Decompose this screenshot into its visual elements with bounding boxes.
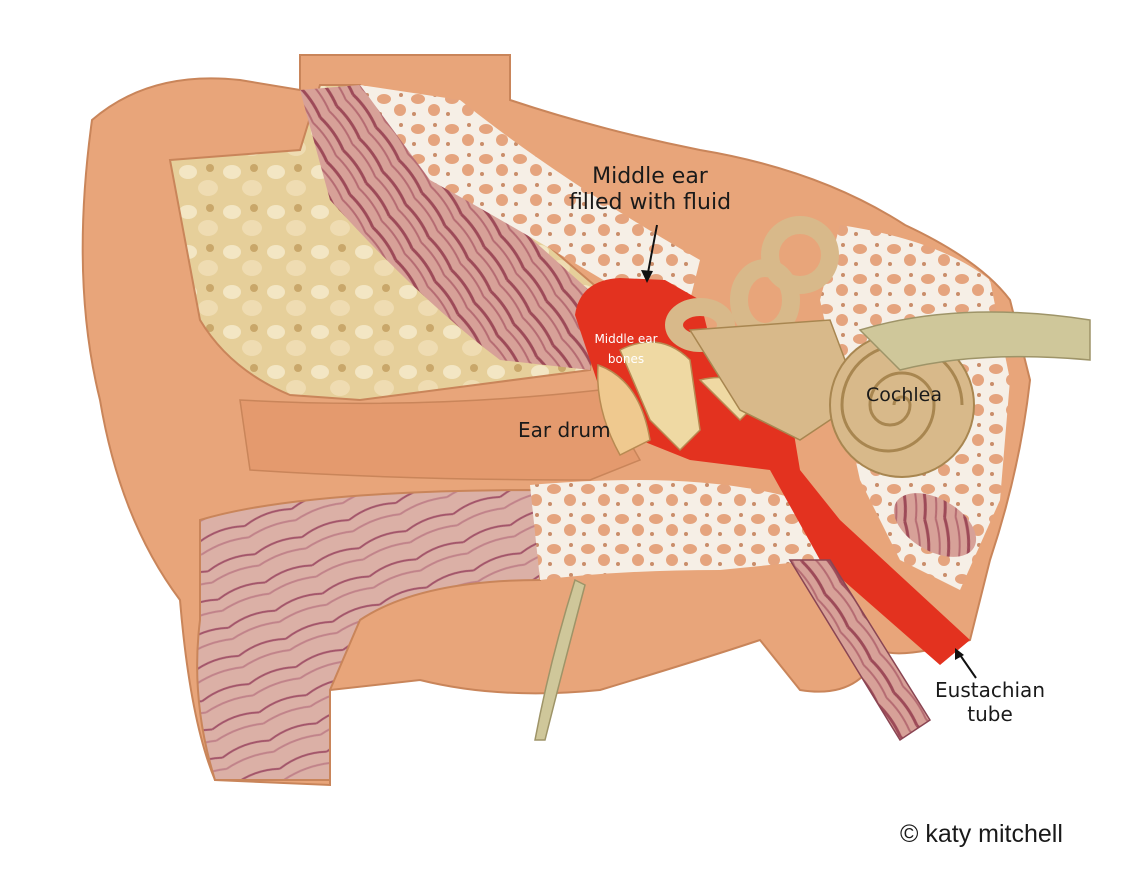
eustachian-tube-label-line1: Eustachian bbox=[935, 678, 1045, 702]
lower-tissue bbox=[196, 488, 541, 781]
ear-drum-label: Ear drum bbox=[518, 418, 611, 442]
middle-ear-bones-label: Middle ear bones bbox=[588, 332, 664, 367]
ear-canal bbox=[239, 389, 642, 481]
lower-bone bbox=[530, 480, 820, 580]
ear-drum bbox=[596, 363, 651, 456]
muscle-bundle-end bbox=[893, 493, 977, 557]
middle-ear-bones-label-line2: bones bbox=[607, 352, 645, 367]
cochlea-label: Cochlea bbox=[866, 384, 942, 406]
middle-ear-bones-label-line1: Middle ear bbox=[594, 332, 658, 346]
facial-nerve bbox=[534, 578, 586, 741]
middle-ear-label: Middle ear filled with fluid bbox=[566, 164, 734, 217]
middle-ear-label-line1: Middle ear bbox=[592, 164, 708, 189]
vestibule bbox=[688, 319, 861, 441]
auditory-nerve bbox=[858, 311, 1091, 371]
arrow-icon bbox=[955, 648, 964, 660]
arrow-icon bbox=[646, 224, 658, 279]
copyright-watermark: © katy mitchell bbox=[900, 820, 1063, 848]
upper-bone bbox=[360, 85, 700, 300]
arrow-icon bbox=[641, 270, 653, 283]
eustachian-tube-label-line2: tube bbox=[967, 702, 1013, 726]
upper-muscle bbox=[300, 85, 600, 370]
eustachian-tube-label: Eustachian tube bbox=[930, 678, 1050, 726]
muscle-bundle bbox=[788, 559, 932, 742]
middle-ear-label-line2: filled with fluid bbox=[568, 190, 732, 216]
cochlea bbox=[829, 332, 975, 478]
